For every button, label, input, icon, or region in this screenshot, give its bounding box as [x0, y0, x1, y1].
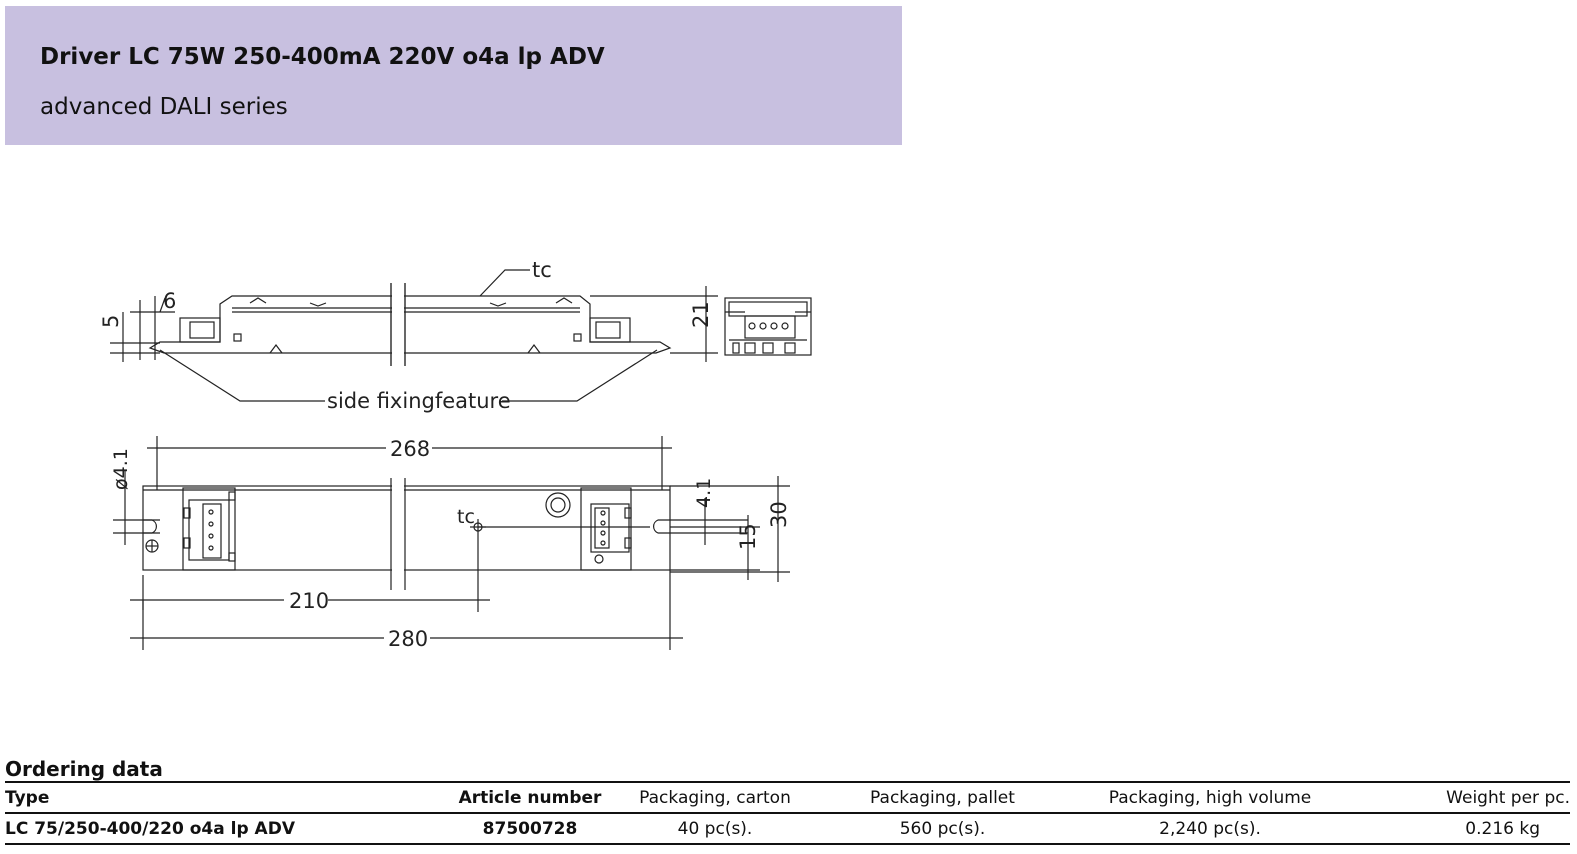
ordering-table: Type Article number Packaging, carton Pa…: [5, 781, 1570, 845]
dim-15-label: 15: [736, 523, 760, 550]
dim-4-1-label: 4.1: [693, 478, 715, 508]
col-weight-header: Weight per pc.: [1446, 787, 1570, 808]
tc-label-top: tc: [457, 506, 475, 528]
ordering-data-title: Ordering data: [5, 757, 163, 781]
cell-packaging-carton: 40 pc(s).: [677, 818, 753, 839]
cell-article-number: 87500728: [482, 818, 578, 839]
tc-label-side: tc: [532, 258, 552, 282]
dim-21-label: 21: [689, 301, 713, 328]
cell-packaging-pallet: 560 pc(s).: [899, 818, 986, 839]
table-header-row: Type Article number Packaging, carton Pa…: [5, 782, 1570, 813]
cell-weight: 0.216 kg: [1465, 818, 1540, 839]
header-banner: Driver LC 75W 250-400mA 220V o4a lp ADV …: [5, 6, 902, 145]
dim-5-label: 5: [99, 315, 123, 328]
table-row: LC 75/250-400/220 o4a lp ADV 87500728 40…: [5, 813, 1570, 844]
dim-phi-4-1-label: ø4.1: [110, 448, 132, 490]
dim-210-label: 210: [289, 589, 329, 613]
dim-6-label: 6: [163, 289, 176, 313]
product-subtitle: advanced DALI series: [40, 94, 288, 120]
dim-30-label: 30: [767, 501, 791, 528]
side-fixing-label: side fixingfeature: [327, 389, 511, 413]
col-high-volume-header: Packaging, high volume: [1108, 787, 1312, 808]
dim-268-label: 268: [390, 437, 430, 461]
col-pallet-header: Packaging, pallet: [870, 787, 1015, 808]
dimension-drawing: tc 6 5 21 side fixingfeature 268 ø4.1 tc…: [99, 258, 812, 651]
col-carton-header: Packaging, carton: [639, 787, 791, 808]
col-type-header: Type: [5, 787, 50, 808]
cell-type: LC 75/250-400/220 o4a lp ADV: [5, 818, 295, 839]
product-title: Driver LC 75W 250-400mA 220V o4a lp ADV: [40, 44, 605, 70]
col-article-header: Article number: [458, 787, 602, 808]
dim-280-label: 280: [388, 627, 428, 651]
cell-packaging-high-volume: 2,240 pc(s).: [1159, 818, 1261, 839]
